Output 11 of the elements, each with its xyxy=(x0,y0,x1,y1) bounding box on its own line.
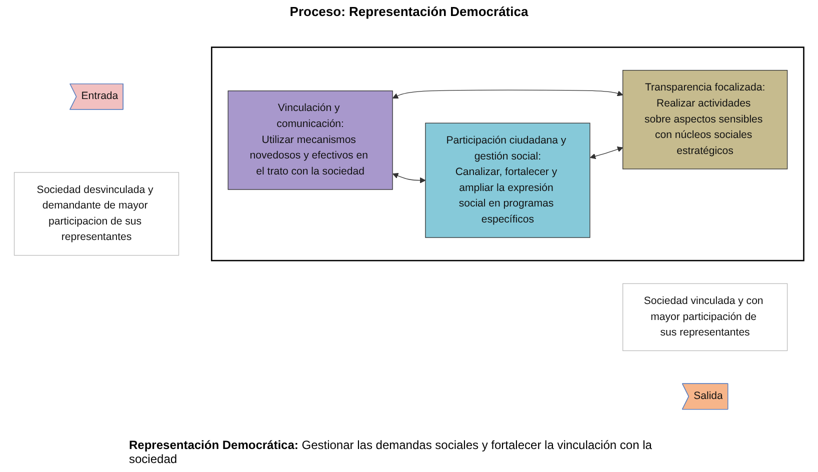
arrow xyxy=(392,90,624,99)
node-box: Participación ciudadana y gestión social: Canalizar, fortalecer y ampliar la expresión social en programas específicos xyxy=(425,123,590,238)
node-box: Transparencia focalizada: Realizar actividades sobre aspectos sensibles con núcleos sociales estratégicos xyxy=(622,70,788,170)
node-box: Vinculación y comunicación: Utilizar mecanismos novedosos y efectivos en el trato con la sociedad xyxy=(228,90,393,190)
arrow xyxy=(590,146,624,160)
cluster xyxy=(210,46,804,262)
diagram-title: Proceso: Representación Democrática xyxy=(290,4,528,19)
caption: Representación Democrática: Gestionar las demandas sociales y fortalecer la vinculación con la sociedad xyxy=(129,438,653,466)
arrow xyxy=(392,173,426,184)
node-box: Sociedad desvinculada y demandante de mayor participacion de sus representantes xyxy=(14,172,180,256)
node-box: Sociedad vinculada y con mayor participación de sus representantes xyxy=(622,284,788,352)
